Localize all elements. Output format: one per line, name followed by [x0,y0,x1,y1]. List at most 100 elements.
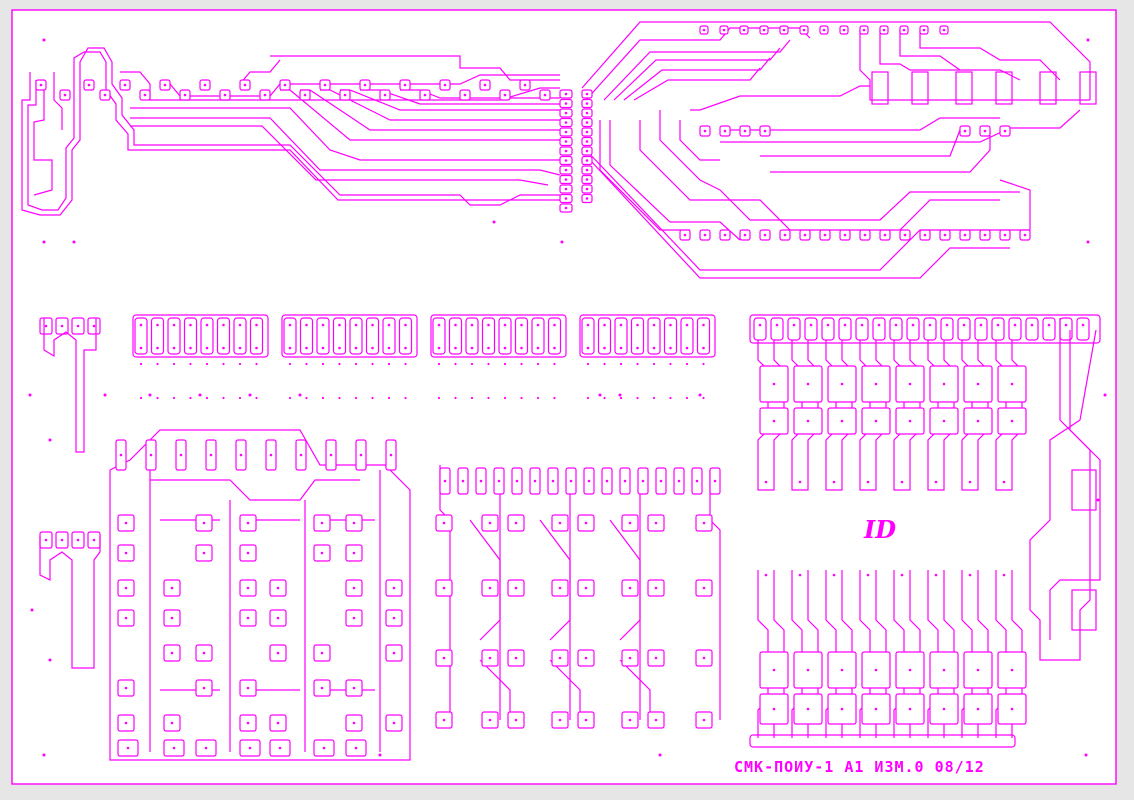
drill-hole [603,362,606,366]
drill-hole [743,233,747,237]
drill-hole [874,382,878,386]
drill-hole [392,721,396,725]
drill-hole [703,233,707,237]
drill-hole [189,346,192,350]
header-outline [430,314,567,358]
drill-hole [246,721,250,725]
drill-hole [585,197,589,200]
drill-hole [172,746,176,750]
drill-hole [543,93,547,97]
drill-hole [551,479,555,483]
drill-hole [92,324,96,328]
drill-hole [1023,233,1027,237]
drill-hole [189,323,192,327]
header-pin-body [398,317,413,355]
drill-hole [628,521,632,525]
drill-mark [198,393,202,397]
drill-hole [442,586,446,590]
drill-hole [942,707,946,711]
drill-hole [404,396,407,400]
drill-hole [619,346,623,350]
drill-hole [772,707,776,711]
drill-hole [564,168,568,172]
far-right-path [1029,318,1101,661]
drill-hole [652,346,656,350]
drill-hole [558,521,562,525]
drill-hole [454,323,457,327]
header-pin-body [216,317,231,355]
header-pin-body [233,317,247,355]
drill-hole [806,419,810,423]
top-right-routing [581,21,1097,279]
drill-hole [238,362,242,366]
drill-hole [321,362,325,366]
drill-mark [42,753,46,757]
drill-hole [437,346,441,350]
drill-hole [488,521,492,525]
drill-hole [354,396,358,400]
header-pin-body [316,317,330,355]
left-small-parts [39,318,101,669]
drill-mark [560,240,564,244]
drill-hole [454,346,457,350]
drill-hole [742,28,746,32]
drill-hole [636,323,639,327]
drill-hole [798,573,802,577]
header-pin-body [647,317,661,355]
drill-hole [60,538,64,542]
drill-hole [762,28,766,32]
drill-hole [1002,573,1006,577]
drill-hole [322,746,326,750]
drill-hole [585,149,589,153]
drill-hole [782,28,786,32]
drill-hole [44,324,48,328]
drill-hole [299,453,303,457]
drill-hole [156,346,159,350]
drill-hole [246,521,250,525]
drill-hole [246,586,250,590]
drill-hole [44,538,48,542]
drill-mark [298,393,302,397]
drill-hole [628,718,632,722]
drill-hole [702,586,706,590]
ladder-pin [872,317,886,341]
drill-hole [911,323,915,327]
drill-hole [202,521,206,525]
drill-hole [669,396,672,400]
drill-hole [443,83,447,87]
drill-hole [866,480,870,484]
header-pin-body [547,317,562,355]
drill-hole [172,362,176,366]
drill-hole [783,233,787,237]
drill-hole [840,419,844,423]
drill-hole [60,324,64,328]
drill-hole [685,396,689,400]
drill-hole [320,651,324,655]
drill-hole [942,419,946,423]
drill-hole [124,686,128,690]
drill-hole [172,323,176,327]
drill-mark [492,220,496,224]
header-pin-body [696,317,711,355]
drill-hole [520,323,523,327]
drill-hole [976,668,980,672]
drill-hole [641,479,645,483]
drill-mark [72,240,76,244]
drill-hole [205,362,209,366]
drill-hole [139,346,143,350]
drill-hole [533,479,537,483]
ladder-pin [991,317,1005,341]
drill-hole [387,362,391,366]
drill-hole [536,346,540,350]
drill-hole [654,656,658,660]
drill-hole [806,382,810,386]
drill-hole [1030,323,1034,327]
drill-hole [586,396,590,400]
drill-hole [387,396,391,400]
drill-hole [203,83,207,87]
drill-hole [437,323,441,327]
drill-hole [87,83,91,87]
drill-hole [702,28,706,32]
header-outline [579,314,716,358]
drill-hole [149,453,153,457]
